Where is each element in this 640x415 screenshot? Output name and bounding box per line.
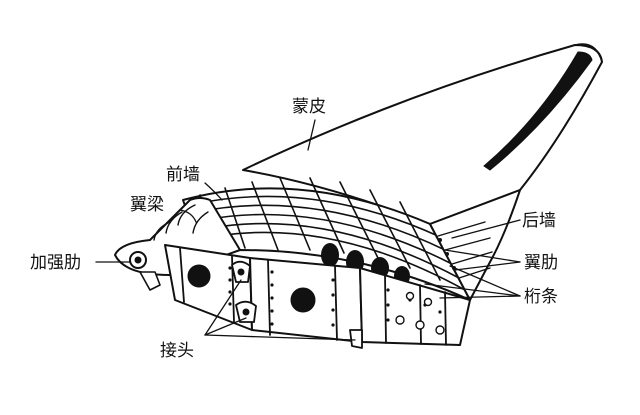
rear-wall (429, 189, 521, 301)
label-front-wall: 前墙 (166, 165, 200, 185)
label-reinforcing-rib: 加强肋 (30, 253, 81, 273)
joint-fitting-1 (231, 260, 251, 283)
label-wing-rib: 翼肋 (524, 253, 558, 273)
label-rear-wall: 后墙 (522, 211, 556, 231)
root-joints (231, 260, 363, 349)
label-spar: 翼梁 (130, 195, 164, 215)
label-stringer: 桁条 (524, 287, 558, 307)
joint-fitting-3 (349, 329, 363, 349)
label-skin: 蒙皮 (292, 97, 326, 117)
label-joint: 接头 (160, 341, 194, 361)
spar-webs (164, 244, 471, 346)
joint-fitting-2 (235, 300, 257, 323)
leader-lines (95, 119, 521, 341)
